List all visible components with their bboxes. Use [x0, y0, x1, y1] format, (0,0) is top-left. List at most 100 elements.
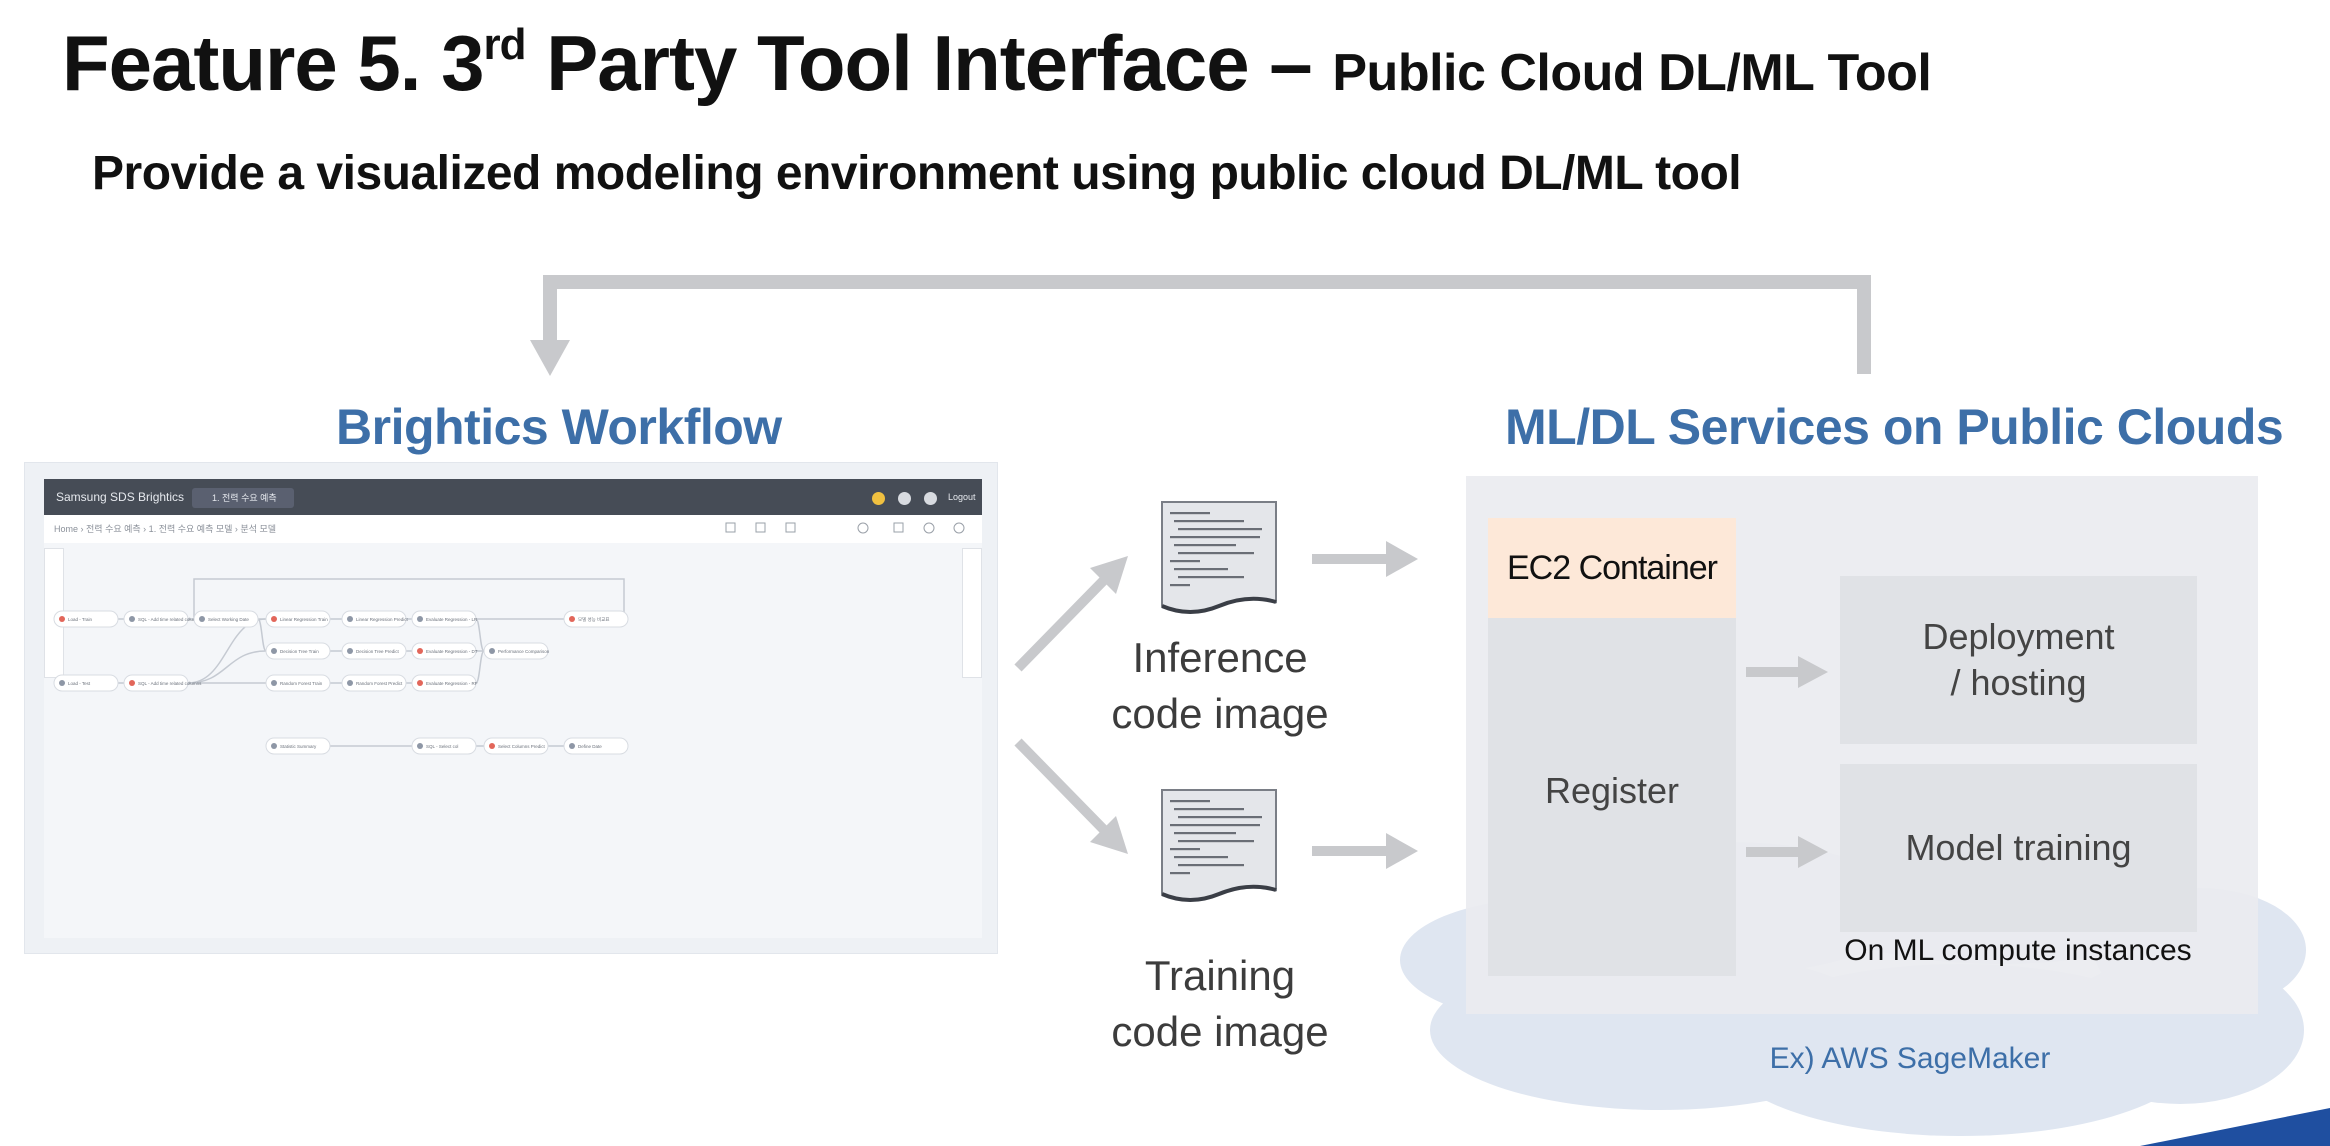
workflow-node-label: Performance Comparison: [498, 649, 550, 654]
arrow-to-inference: [1014, 572, 1112, 672]
arrow-to-training: [1014, 738, 1112, 838]
model-training-box: Model training: [1840, 764, 2197, 932]
screenshot-brand: Samsung SDS Brightics: [56, 490, 185, 504]
workflow-node-icon: [271, 680, 277, 686]
workflow-node-icon: [59, 680, 65, 686]
workflow-node-label: Load - Test: [68, 681, 91, 686]
workflow-node-icon: [417, 616, 423, 622]
bulb-icon[interactable]: [872, 492, 885, 505]
brightics-workflow-title: Brightics Workflow: [336, 399, 782, 455]
workflow-node[interactable]: Random Forest Train: [265, 674, 331, 692]
workflow-node-label: SQL - Add time related columns: [138, 617, 202, 622]
code-line: [1174, 544, 1236, 547]
workflow-node-label: Linear Regression Predict: [356, 617, 409, 622]
notification-icon[interactable]: [898, 492, 911, 505]
workflow-node-icon: [59, 616, 65, 622]
workflow-node-icon: [271, 648, 277, 654]
code-line: [1178, 552, 1254, 555]
workflow-node-label: SQL - Add time related columns: [138, 681, 202, 686]
workflow-node-label: Evaluate Regression - RF: [426, 681, 478, 686]
code-line: [1170, 560, 1200, 563]
workflow-node-icon: [417, 680, 423, 686]
code-line: [1174, 520, 1244, 523]
code-line: [1170, 848, 1200, 851]
user-icon[interactable]: [924, 492, 937, 505]
workflow-node-icon: [417, 743, 423, 749]
workflow-node[interactable]: Load - Test: [53, 674, 119, 692]
workflow-node[interactable]: Evaluate Regression - LR: [411, 610, 478, 628]
workflow-node[interactable]: Linear Regression Predict: [341, 610, 409, 628]
workflow-node-label: Random Forest Predict: [356, 681, 403, 686]
workflow-node-label: Evaluate Regression - DT: [426, 649, 478, 654]
training-code-document-icon: [1161, 789, 1277, 902]
screenshot-tab[interactable]: 1. 전력 수요 예측: [192, 488, 294, 508]
workflow-node[interactable]: Evaluate Regression - DT: [411, 642, 478, 660]
training-code-image-label: Training code image: [1085, 948, 1355, 1060]
code-line: [1174, 856, 1228, 859]
workflow-node-label: Define Date: [578, 744, 602, 749]
workflow-node-icon: [271, 743, 277, 749]
workflow-node-icon: [569, 743, 575, 749]
training-label-line2: code image: [1111, 1008, 1329, 1055]
workflow-edge: [187, 650, 267, 684]
workflow-node[interactable]: SQL - Add time related columns: [123, 674, 202, 692]
ml-services-title: ML/DL Services on Public Clouds: [1505, 399, 2284, 455]
workflow-node-label: Evaluate Regression - LR: [426, 617, 478, 622]
workflow-node[interactable]: 모델 성능 비교표: [563, 610, 629, 628]
workflow-node[interactable]: Select Working Date: [193, 610, 259, 628]
workflow-node[interactable]: Statistic Summary: [265, 737, 331, 755]
workflow-node-icon: [199, 616, 205, 622]
workflow-node-label: Random Forest Train: [280, 681, 323, 686]
slide-title: Feature 5. 3rd Party Tool Interface – Pu…: [62, 18, 1932, 118]
inference-code-document-icon: [1161, 501, 1277, 614]
code-line: [1178, 840, 1254, 843]
workflow-node[interactable]: SQL - Add time related columns: [123, 610, 202, 628]
code-line: [1170, 824, 1260, 827]
workflow-node[interactable]: Evaluate Regression - RF: [411, 674, 478, 692]
workflow-node-icon: [347, 616, 353, 622]
code-line: [1174, 808, 1244, 811]
compute-instances-note: On ML compute instances: [1844, 934, 2192, 967]
workflow-node[interactable]: Random Forest Predict: [341, 674, 407, 692]
deployment-label-line2: / hosting: [1950, 662, 2087, 703]
workflow-node[interactable]: Load - Train: [53, 610, 119, 628]
slide-subtitle: Provide a visualized modeling environmen…: [92, 147, 1742, 200]
title-main-suffix: Party Tool Interface: [525, 19, 1249, 107]
deployment-hosting-box: Deployment/ hosting: [1840, 576, 2197, 744]
model-training-label: Model training: [1905, 827, 2132, 868]
workflow-node[interactable]: Performance Comparison: [483, 642, 550, 660]
screenshot-logout[interactable]: Logout: [948, 492, 976, 502]
code-line: [1178, 864, 1244, 867]
workflow-node-icon: [417, 648, 423, 654]
title-superscript: rd: [483, 20, 527, 69]
workflow-node-label: Statistic Summary: [280, 744, 317, 749]
workflow-node-label: Decision Tree Predict: [356, 649, 400, 654]
workflow-node-icon: [129, 680, 135, 686]
workflow-node-label: Decision Tree Train: [280, 649, 319, 654]
workflow-node[interactable]: SQL - Select col: [411, 737, 477, 755]
code-line: [1170, 536, 1260, 539]
workflow-node-label: Select Working Date: [208, 617, 249, 622]
workflow-node-icon: [489, 743, 495, 749]
workflow-node[interactable]: Decision Tree Predict: [341, 642, 407, 660]
workflow-node[interactable]: Define Date: [563, 737, 629, 755]
code-line: [1170, 872, 1190, 875]
screenshot-properties-panel[interactable]: [962, 548, 982, 678]
workflow-node-label: Select Columns Predict: [498, 744, 546, 749]
title-dash: –: [1248, 19, 1333, 107]
training-label-line1: Training: [1144, 952, 1296, 999]
decorative-corner-stripe: [2140, 1108, 2330, 1146]
screenshot-toolbar-icons: [725, 522, 965, 534]
screenshot-breadcrumb[interactable]: Home › 전력 수요 예측 › 1. 전력 수요 예측 모델 › 분석 모델: [54, 524, 277, 534]
code-line: [1170, 800, 1210, 803]
container-to-service-arrows: [1746, 656, 1828, 868]
workflow-node[interactable]: Decision Tree Train: [265, 642, 331, 660]
code-line: [1178, 576, 1244, 579]
workflow-node[interactable]: Select Columns Predict: [483, 737, 549, 755]
workflow-node[interactable]: Linear Regression Train: [265, 610, 331, 628]
workflow-node-label: 모델 성능 비교표: [578, 616, 609, 623]
workflow-node-label: SQL - Select col: [426, 744, 458, 749]
